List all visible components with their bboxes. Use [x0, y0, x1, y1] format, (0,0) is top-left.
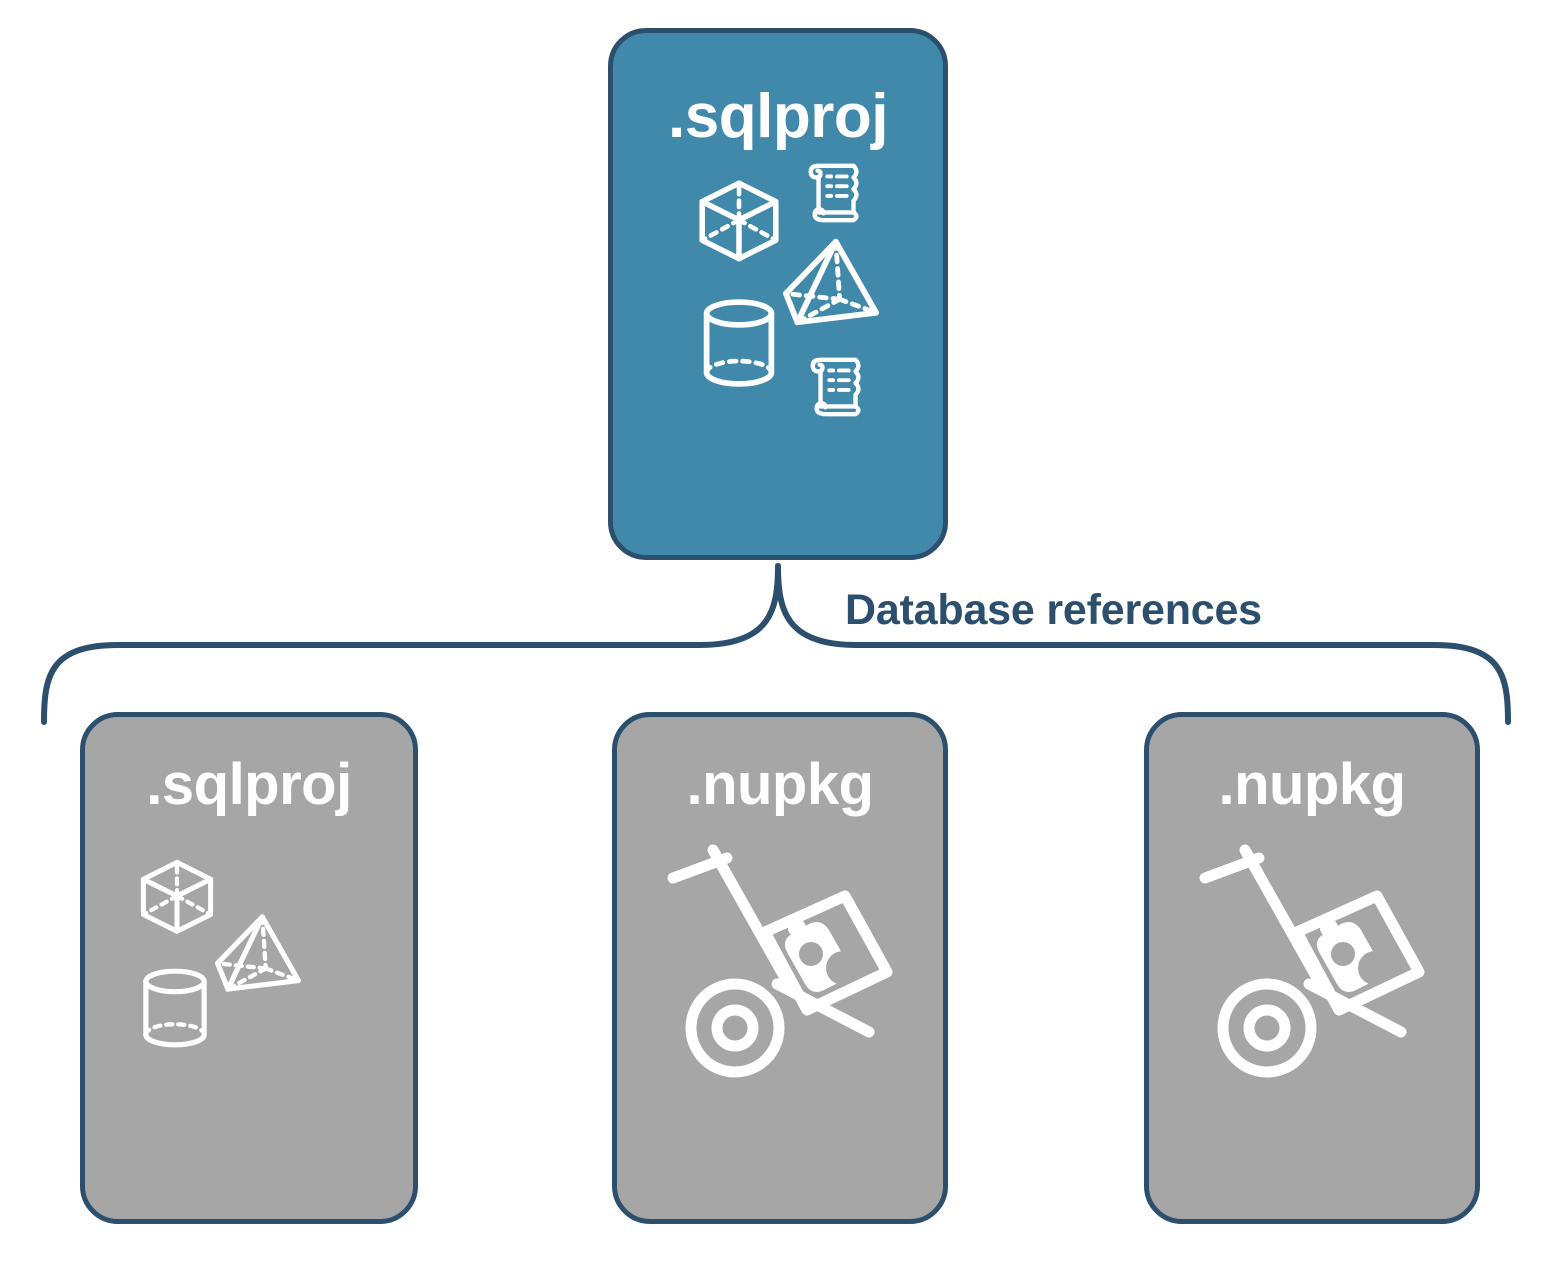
connector-label: Database references	[845, 586, 1262, 634]
node-root-label: .sqlproj	[668, 82, 888, 151]
cube-icon	[693, 174, 785, 271]
node-reference-nupkg-2[interactable]: .nupkg	[1144, 712, 1480, 1224]
pyramid-icon	[212, 910, 304, 1001]
cylinder-icon	[139, 966, 211, 1055]
node-reference-label: .nupkg	[1218, 752, 1406, 817]
node-reference-sqlproj[interactable]: .sqlproj	[80, 712, 418, 1224]
node-reference-nupkg-1[interactable]: .nupkg	[612, 712, 948, 1224]
reference-icon-area	[1149, 818, 1475, 1219]
package-handtruck-icon	[661, 832, 913, 1085]
cube-icon	[135, 854, 219, 943]
reference-icon-area	[85, 818, 413, 1219]
reference-icon-area	[617, 818, 943, 1219]
scroll-icon	[805, 350, 873, 427]
node-root-sqlproj[interactable]: .sqlproj	[608, 28, 948, 560]
pyramid-icon	[780, 234, 882, 335]
cylinder-icon	[699, 296, 779, 395]
package-handtruck-icon	[1193, 832, 1445, 1085]
root-icon-area	[613, 152, 943, 555]
scroll-icon	[803, 156, 871, 233]
node-reference-label: .sqlproj	[146, 752, 352, 817]
node-reference-label: .nupkg	[686, 752, 874, 817]
